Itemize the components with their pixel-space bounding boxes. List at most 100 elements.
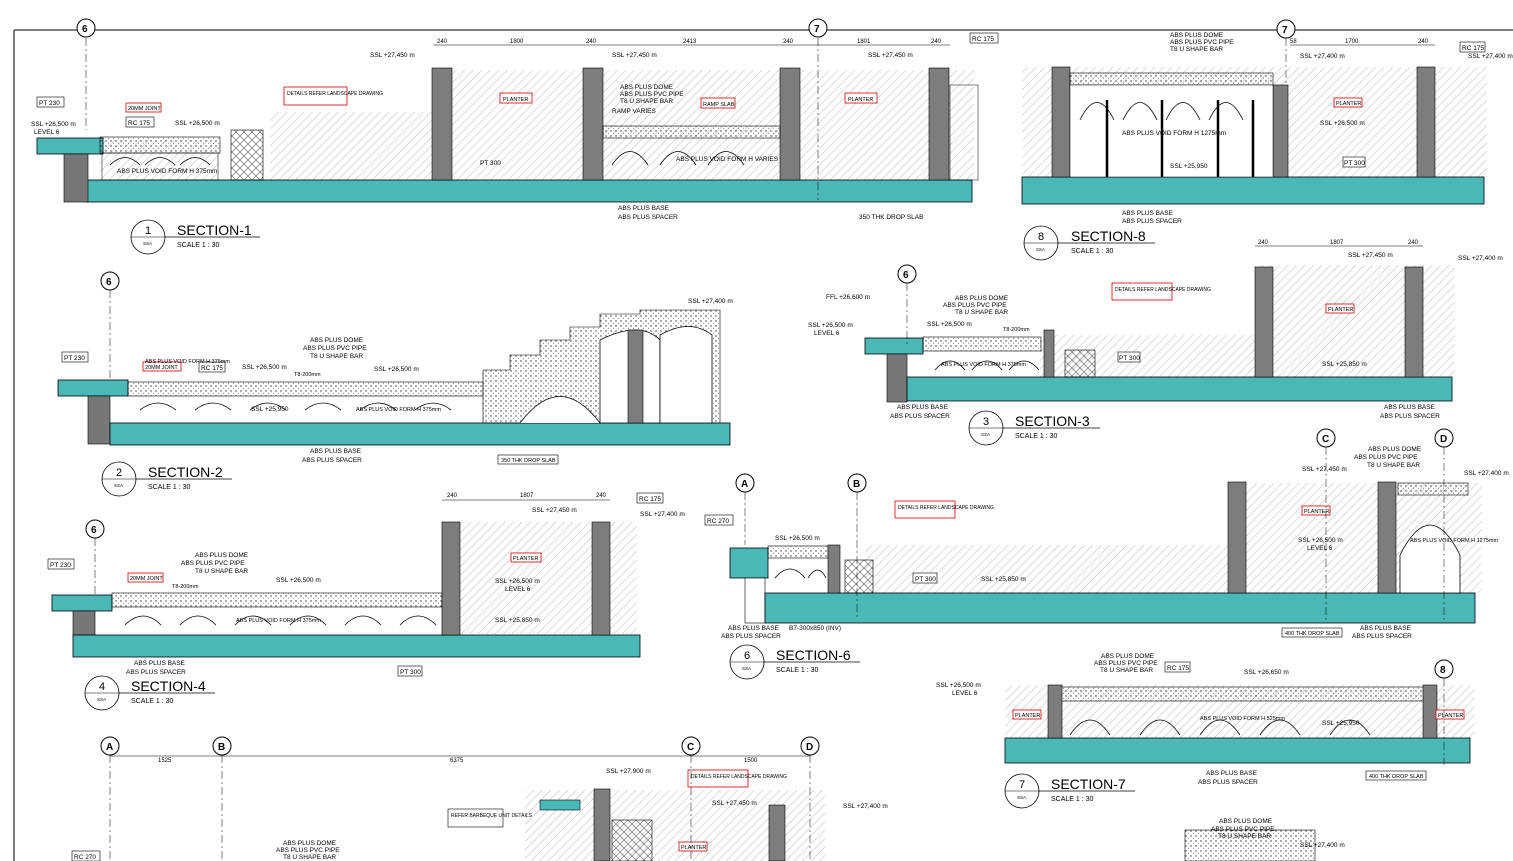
svg-text:C: C	[1322, 434, 1329, 445]
svg-text:1801: 1801	[857, 39, 871, 45]
svg-text:7: 7	[1019, 779, 1025, 791]
s7-drop: 400 THK DROP SLAB	[1369, 774, 1424, 780]
s3-dim-240: 240	[1258, 240, 1269, 246]
s1-rc175: RC 175	[128, 120, 150, 127]
s2-spacer: ABS PLUS SPACER	[302, 457, 362, 464]
s4-pipe: ABS PLUS PVC PIPE	[181, 560, 245, 567]
s3-dim-1807: 1807	[1330, 240, 1344, 246]
s7-dome: ABS PLUS DOME	[1101, 653, 1155, 660]
s4-joint: 20MM JOINT	[130, 576, 163, 582]
grid-bubble-B2: B	[212, 736, 232, 861]
s6-ssl-25850: SSL +25,850 m	[981, 576, 1026, 583]
s7-void: ABS PLUS VOID FORM H 525mm	[1200, 716, 1285, 722]
s6-pt300: PT 300	[915, 576, 936, 583]
s7-level6: LEVEL 6	[952, 690, 978, 697]
grid-bubble-D2: D	[800, 736, 820, 861]
s3-spacer: ABS PLUS SPACER	[890, 413, 950, 420]
s6-spacer-b: ABS PLUS SPACER	[1352, 633, 1412, 640]
s6-base: ABS PLUS BASE	[728, 625, 780, 632]
s2-pt230: PT 230	[64, 355, 85, 362]
s7-base: ABS PLUS BASE	[1206, 770, 1258, 777]
svg-text:SCALE 1 : 30: SCALE 1 : 30	[177, 242, 220, 249]
s4-ubar: T8 U SHAPE BAR	[195, 568, 248, 575]
s1-ubar: T8 U SHAPE BAR	[620, 98, 673, 105]
s1-drop: 350 THK DROP SLAB	[859, 214, 923, 221]
s2-drop: 350 THK DROP SLAB	[501, 458, 556, 464]
grid-bubble-6c: 6	[897, 264, 917, 345]
bottom-dim-1525: 1525	[158, 758, 172, 764]
s4-ssl: SSL +26,500 m	[276, 577, 321, 584]
s1-pt230: PT 230	[39, 100, 60, 107]
svg-text:1: 1	[145, 225, 151, 237]
s1-pipe: ABS PLUS PVC PIPE	[620, 91, 684, 98]
s3-ssl-27400: SSL +27,400 m	[1458, 255, 1503, 262]
s2-dome: ABS PLUS DOME	[310, 337, 364, 344]
s6-ssl-27400: SSL +27,400 m	[1464, 470, 1509, 477]
s1-details: DETAILS REFER LANDSCAPE DRAWING	[287, 91, 383, 97]
s4-ssl-27450: SSL +27,450 m	[532, 507, 577, 514]
s1-level-27450-b: SSL +27,450 m	[612, 52, 657, 59]
s2-rc175: RC 175	[201, 365, 223, 372]
section-2-drawing	[57, 309, 731, 446]
grid-bubble-D1: D	[1434, 428, 1454, 620]
s8-ssl: SSL +27,400 m	[1300, 53, 1345, 60]
bottom-ssl-27400-b: SSL +27,400 m	[1300, 842, 1345, 849]
s6-ssl-27450: SSL +27,450 m	[1302, 466, 1347, 473]
s8-dim-240: 240	[1418, 39, 1429, 45]
s8-dome: ABS PLUS DOME	[1170, 32, 1224, 39]
title-section-2: 2 SSA SECTION-2 SCALE 1 : 30	[101, 461, 232, 497]
s6-void: ABS PLUS VOID FORM H 1275mm	[1410, 538, 1498, 544]
grid-bubble-8: 8	[1434, 659, 1454, 765]
s4-ssl-b: SSL +26,500 m	[495, 578, 540, 585]
s8-ssl-26500: SSL +26,500 m	[1320, 120, 1365, 127]
svg-text:1800: 1800	[510, 39, 524, 45]
s4-base: ABS PLUS BASE	[134, 660, 186, 667]
s6-base-b: ABS PLUS BASE	[1360, 625, 1412, 632]
grid-bubble-C1: C	[1316, 428, 1336, 620]
section-6-title: SECTION-6	[776, 647, 851, 663]
s6-ssl-26500: SSL +26,500 m	[1298, 537, 1343, 544]
s7-planter: PLANTER	[1015, 713, 1040, 719]
section-7-slab	[1004, 737, 1471, 764]
s1-level-27450: SSL +27,450 m	[370, 52, 415, 59]
s3-pt300: PT 300	[1119, 355, 1140, 362]
svg-text:8: 8	[1038, 231, 1044, 243]
s1-planter: PLANTER	[503, 97, 528, 103]
section-6-slab	[764, 592, 1476, 624]
s1-dome: ABS PLUS DOME	[620, 84, 674, 91]
s1-planter-b: PLANTER	[848, 97, 873, 103]
s4-planter: PLANTER	[513, 556, 538, 562]
s3-dim-240b: 240	[1408, 240, 1419, 246]
bottom-ssl-27900: SSL +27,900 m	[606, 768, 651, 775]
bottom-planter: PLANTER	[681, 845, 706, 851]
grid-bubble-7: 7	[808, 18, 828, 200]
s1-void-var: ABS PLUS VOID FORM H VARIES	[676, 156, 779, 163]
section-4-drawing	[51, 499, 641, 658]
s1-ramp-slab: RAMP SLAB	[703, 102, 735, 108]
s7-ssl-25950: SSL +25,950	[1322, 720, 1360, 727]
svg-text:240: 240	[586, 39, 597, 45]
s4-level6: LEVEL 6	[505, 586, 531, 593]
s1-void: ABS PLUS VOID FORM H 375mm	[117, 168, 217, 175]
s1-joint: 20MM JOINT	[128, 106, 161, 112]
grid-bubble-C2: C	[681, 736, 701, 861]
s3-pipe: ABS PLUS PVC PIPE	[943, 302, 1007, 309]
s4-pt300: PT 300	[400, 669, 421, 676]
s8-dim-1700: 1700	[1345, 39, 1359, 45]
s8-rc175: RC 175	[1462, 45, 1484, 52]
bottom-ssl-27450: SSL +27,450 m	[712, 800, 757, 807]
s2-ssl-25950: SSL +25,950	[251, 406, 289, 413]
svg-text:SSA: SSA	[1017, 795, 1026, 800]
s7-spacer: ABS PLUS SPACER	[1198, 779, 1258, 786]
bottom-dome-b: ABS PLUS DOME	[1219, 818, 1273, 825]
bottom-dim-6375: 6375	[450, 758, 464, 764]
bottom-pipe: ABS PLUS PVC PIPE	[276, 847, 340, 854]
s1-base: ABS PLUS BASE	[618, 205, 670, 212]
svg-text:SSA: SSA	[742, 666, 751, 671]
svg-text:240: 240	[437, 39, 448, 45]
s3-ssl: SSL +26,500 m	[808, 322, 853, 329]
s3-base: ABS PLUS BASE	[897, 404, 949, 411]
s3-ssl-b: SSL +26,500 m	[927, 321, 972, 328]
svg-text:SSA: SSA	[114, 483, 123, 488]
